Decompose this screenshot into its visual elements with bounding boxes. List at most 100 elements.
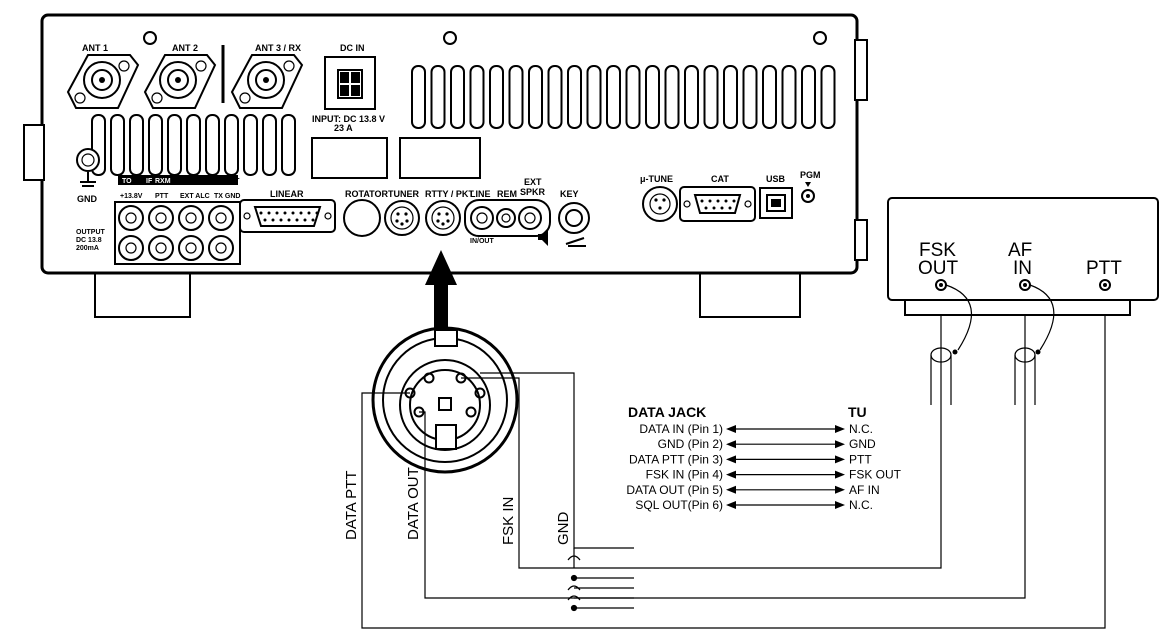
table-cell-data-jack: DATA PTT (Pin 3) [629,452,723,466]
ant1-socket[interactable]: ANT 1 [66,43,140,109]
wire-label-data-out: DATA OUT [405,467,422,540]
table-row: GND (Pin 2)GND [658,437,876,451]
rca-jack[interactable] [118,235,144,261]
vent-slot [586,65,602,129]
key-icon [565,237,586,247]
tu-box: FSK OUT AF IN PTT [887,197,1159,405]
rca-jack[interactable] [208,235,234,261]
tu-in-label: IN [1013,258,1032,279]
line-jack[interactable] [470,206,494,230]
table-cell-tu: PTT [849,452,872,466]
spkr-label: SPKR [520,187,546,197]
radio-rear-panel: ANT 1 ANT 2 ANT 3 / RX DC IN INPUT: DC 1… [23,13,868,318]
key-label: KEY [560,189,579,199]
rca-label: TX GND [214,193,240,200]
vent-slot [528,65,543,129]
rca-jack-block: TO IF RXM IF OUT RX OUT +13.8V PTT EXT A… [76,175,241,265]
wire-labels: DATA PTT DATA OUT FSK IN GND [343,467,572,545]
pin [708,199,712,203]
rca-jack[interactable] [208,205,234,231]
pin [315,211,319,215]
ant2-socket[interactable]: ANT 2 [143,43,217,109]
pin [275,211,279,215]
vent-slot [508,65,524,129]
arrowhead-left-icon [726,440,736,449]
vent-slot [801,65,816,129]
table-cell-tu: GND [849,437,876,451]
usb-label: USB [766,174,786,184]
table-cell-data-jack: SQL OUT(Pin 6) [635,498,723,512]
wire-label-data-ptt: DATA PTT [343,471,360,540]
pin [271,218,275,222]
arrowhead-right-icon [835,501,845,509]
vent-slot [820,65,836,129]
rtty-pkt-socket[interactable]: RTTY / PKT [425,189,474,236]
linear-connector[interactable]: LINEAR [239,189,336,233]
wire-label-fsk-in: FSK IN [500,497,517,545]
label-plate [311,137,388,179]
rca-jack[interactable] [148,235,174,261]
pin [279,218,283,222]
pin [267,211,271,215]
table-row: DATA OUT (Pin 5)AF IN [626,483,879,497]
rca-jack[interactable] [178,205,204,231]
table-cell-tu: N.C. [849,498,873,512]
key-jack[interactable]: KEY [558,189,590,247]
rem-jack[interactable] [496,208,516,228]
vent-slot [91,114,106,176]
pin [700,199,704,203]
pin [291,211,295,215]
pgm-button[interactable]: PGM [800,170,821,203]
pin [720,206,724,210]
vent-slot [262,114,277,176]
arrowhead-left-icon [726,501,736,509]
tu-fsk-label: FSK [919,240,956,261]
arrowhead-right-icon [835,455,845,464]
pin [263,218,267,222]
dc-in-socket[interactable]: DC IN INPUT: DC 13.8 V 23 A [312,43,385,133]
table-header-tu: TU [848,404,867,420]
table-header-data-jack: DATA JACK [628,404,706,420]
label-plate [399,137,481,179]
usb-port[interactable]: USB [759,174,793,219]
ext-spkr-jack[interactable] [518,206,542,230]
gnd-terminal[interactable]: GND [76,148,100,204]
vent-slot [489,65,504,129]
table-cell-data-jack: FSK IN (Pin 4) [646,468,723,482]
pin [283,211,287,215]
tu-box-base [904,299,1131,316]
vent-slot [703,65,719,129]
triangle-marker-icon [805,182,811,187]
rca-label: +13.8V [120,193,143,200]
screw-icon [443,31,457,45]
tuner-socket[interactable]: TUNER [384,189,420,236]
vent-grille-right [411,65,836,129]
connection-arrow-icon [425,250,457,338]
rotator-label: ROTATOR [345,189,388,199]
rca-jack[interactable] [178,235,204,261]
rotator-socket[interactable]: ROTATOR [343,189,388,237]
pin [287,218,291,222]
ant2-label: ANT 2 [172,43,198,53]
pin [732,199,736,203]
mu-tune-label: μ-TUNE [640,174,673,184]
arrowhead-right-icon [835,425,845,433]
pgm-label: PGM [800,170,821,180]
cat-connector[interactable]: CAT [679,174,756,222]
ext-label: EXT [524,177,542,187]
pin [307,211,311,215]
dc-input-spec: INPUT: DC 13.8 V [312,114,385,124]
vent-slot [664,65,680,129]
rca-jack[interactable] [148,205,174,231]
arrowhead-left-icon [726,485,736,494]
in-out-label: IN/OUT [470,238,494,245]
panel-handle-left [23,124,45,181]
rca-label: PTT [155,193,169,200]
screw-icon [813,31,827,45]
wire-label-gnd: GND [555,512,572,546]
output-label: DC 13.8 [76,237,102,244]
rca-label: TO [122,178,132,185]
mu-tune-socket[interactable]: μ-TUNE [640,174,678,222]
ant3-socket[interactable]: ANT 3 / RX [230,43,304,109]
rca-jack[interactable] [118,205,144,231]
